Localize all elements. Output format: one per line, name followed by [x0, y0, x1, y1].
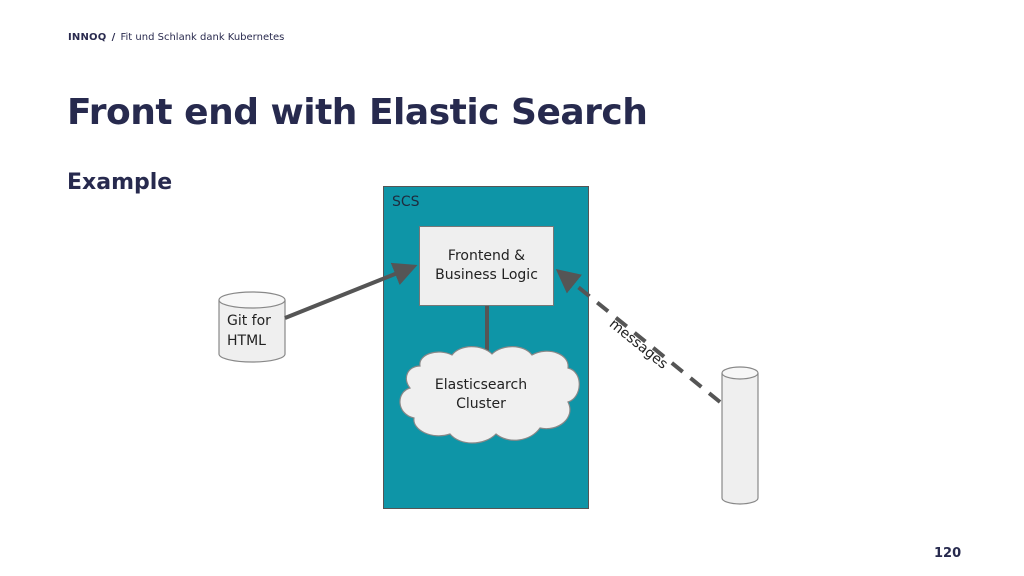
git-label-line1: Git for — [227, 313, 271, 329]
frontend-label-line1: Frontend & — [447, 248, 526, 264]
message-store-cylinder — [721, 366, 759, 505]
git-label-line2: HTML — [227, 333, 266, 349]
elasticsearch-cloud — [399, 346, 580, 444]
git-cylinder — [218, 291, 286, 363]
cloud-label-line2: Cluster — [456, 396, 506, 412]
presentation-title: Fit und Schlank dank Kubernetes — [120, 32, 285, 43]
frontend-box: Frontend & Business Logic — [419, 226, 554, 306]
page-number: 120 — [934, 546, 962, 561]
brand-logo: INNOQ — [68, 32, 107, 43]
header-separator: / — [111, 32, 116, 43]
slide-title: Front end with Elastic Search — [67, 92, 648, 133]
elasticsearch-label: Elasticsearch Cluster — [420, 376, 542, 414]
git-label: Git for HTML — [227, 311, 271, 351]
scs-label: SCS — [392, 194, 420, 210]
slide-subtitle: Example — [67, 170, 173, 195]
slide-header: INNOQ / Fit und Schlank dank Kubernetes — [68, 32, 284, 43]
cloud-label-line1: Elasticsearch — [434, 377, 528, 393]
messages-arrow — [555, 268, 722, 404]
frontend-label-line2: Business Logic — [435, 267, 538, 283]
git-to-frontend-arrow — [284, 262, 418, 320]
